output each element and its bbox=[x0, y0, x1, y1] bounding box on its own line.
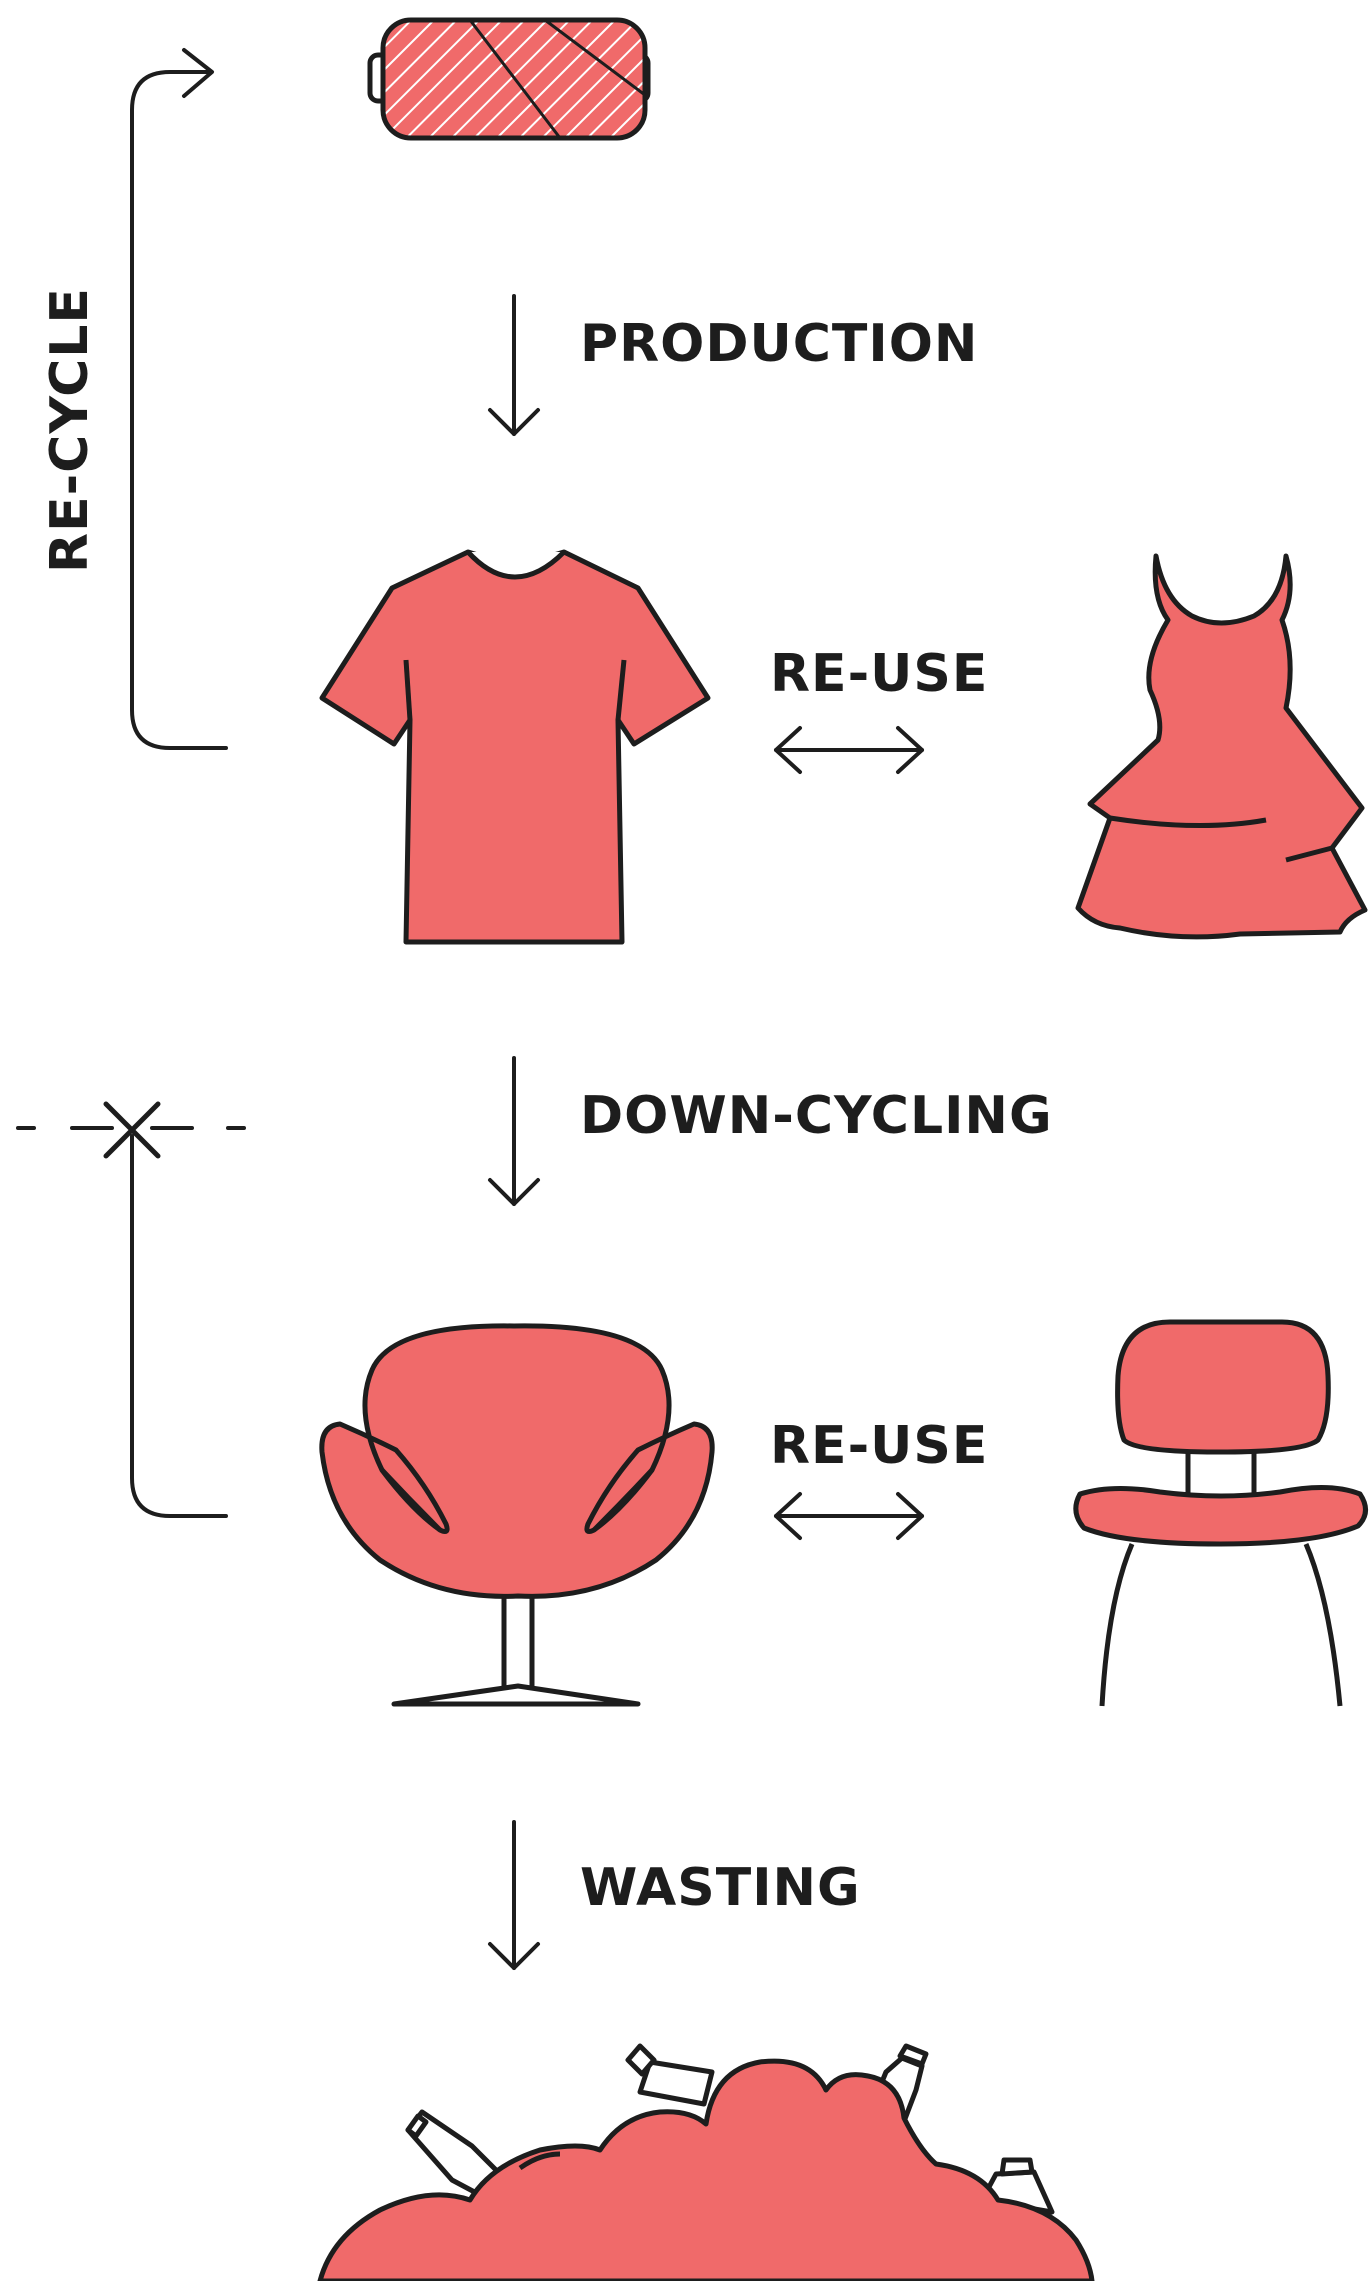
recycle-label: RE-CYCLE bbox=[44, 287, 96, 573]
plastic-chair-icon bbox=[1076, 1322, 1366, 1706]
downcycling-label: DOWN-CYCLING bbox=[580, 1090, 1053, 1142]
swan-chair-icon bbox=[322, 1326, 712, 1704]
landfill-icon bbox=[320, 2046, 1092, 2281]
reuse-arrow-top bbox=[776, 728, 922, 772]
production-label: PRODUCTION bbox=[580, 318, 978, 370]
reuse-label-top: RE-USE bbox=[770, 648, 988, 700]
dress-icon bbox=[1078, 556, 1365, 937]
downcycling-arrow bbox=[490, 1058, 538, 1204]
recycle-loop-arrow bbox=[132, 50, 226, 748]
blocked-recycle-arrow bbox=[18, 1104, 244, 1516]
wasting-arrow bbox=[490, 1822, 538, 1968]
wasting-label: WASTING bbox=[580, 1862, 861, 1914]
tshirt-icon bbox=[322, 552, 708, 942]
fabric-roll-icon bbox=[370, 20, 648, 138]
reuse-arrow-bottom bbox=[776, 1494, 922, 1538]
bottle-center-icon bbox=[628, 2046, 712, 2104]
production-arrow bbox=[490, 296, 538, 434]
reuse-label-bottom: RE-USE bbox=[770, 1420, 988, 1472]
